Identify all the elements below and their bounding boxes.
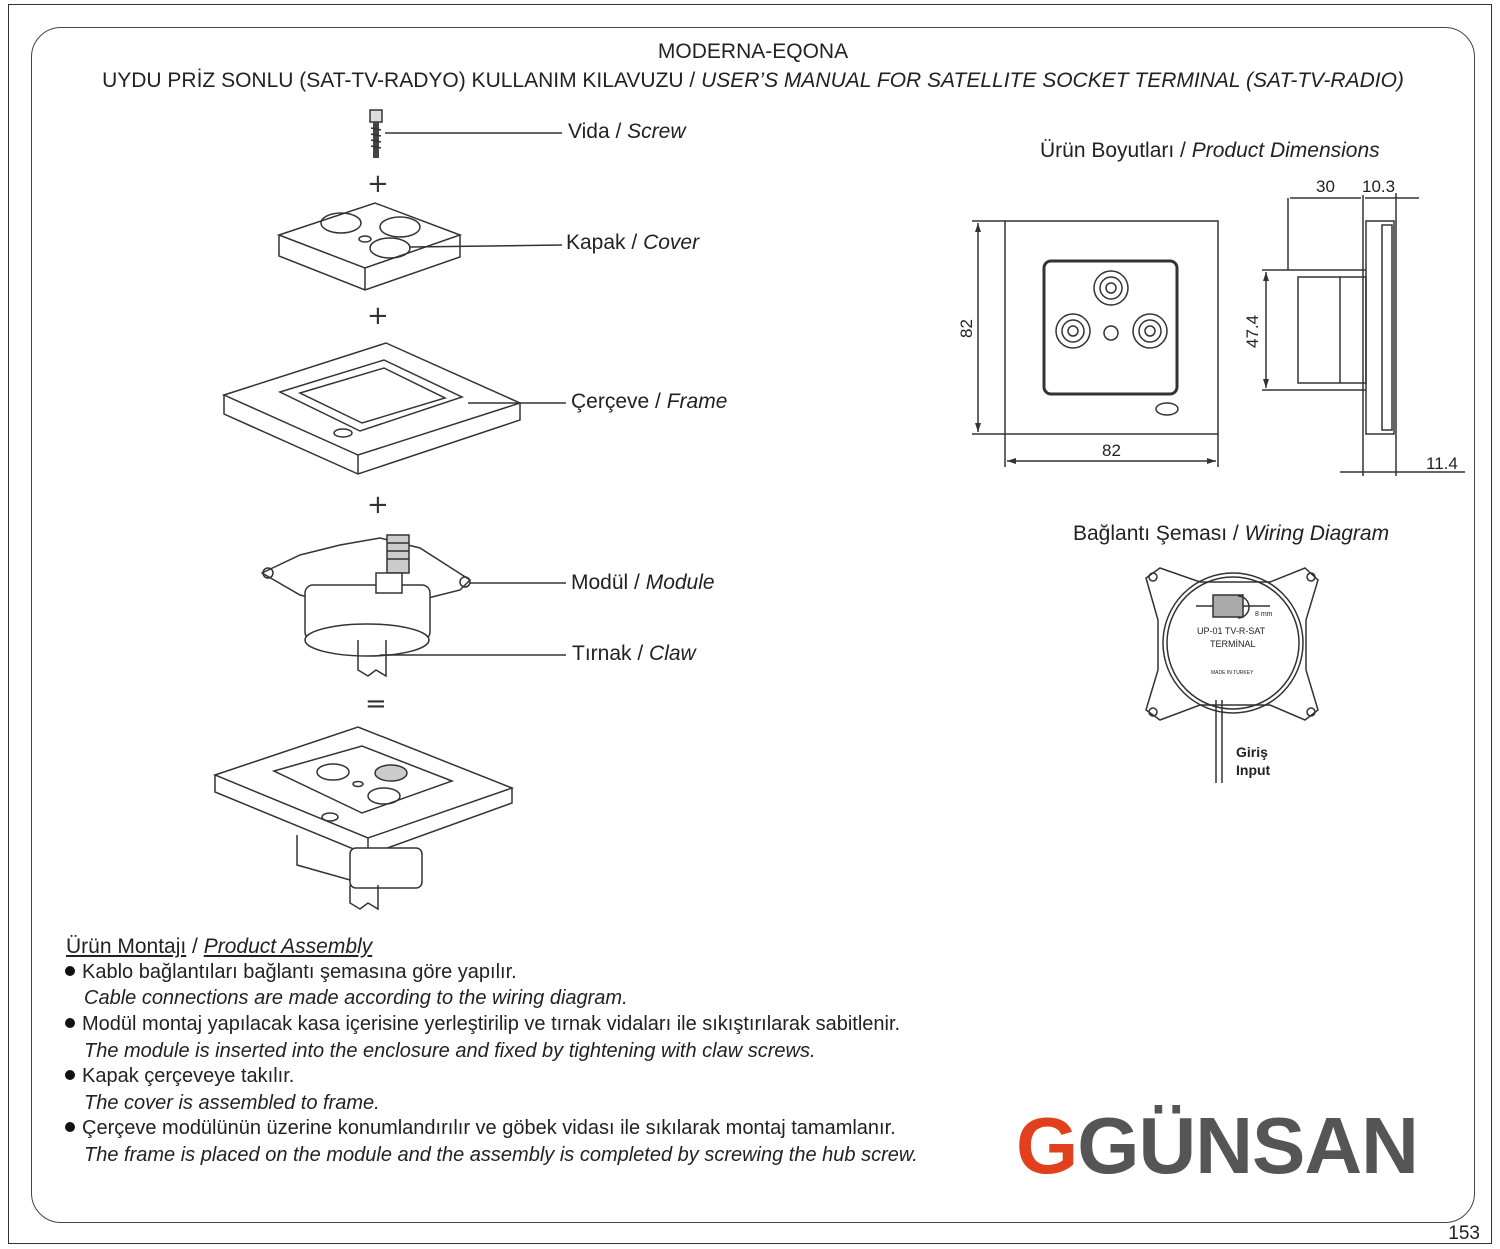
module-drawing bbox=[260, 534, 566, 678]
dim-height: 82 bbox=[957, 319, 976, 338]
assembly-step-4-en: The frame is placed on the module and th… bbox=[84, 1144, 918, 1166]
label-cover: Kapak / Cover bbox=[566, 231, 700, 254]
logo-mark: G bbox=[1016, 1101, 1078, 1190]
assembly-step-2: Modül montaj yapılacak kasa içerisine ye… bbox=[65, 1013, 900, 1036]
assembly-step-3: Kapak çerçeveye takılır. bbox=[65, 1065, 294, 1088]
page-number: 153 bbox=[1448, 1223, 1480, 1244]
manual-title-tr: UYDU PRİZ SONLU (SAT-TV-RADYO) KULLANIM … bbox=[102, 69, 702, 92]
assembly-step-4: Çerçeve modülünün üzerine konumlandırılı… bbox=[65, 1117, 896, 1140]
dim-depth-10-3: 10.3 bbox=[1362, 177, 1395, 196]
dimension-arrows bbox=[975, 223, 1269, 464]
assembled-drawing bbox=[212, 726, 515, 911]
wiring-input-en: Input bbox=[1236, 762, 1271, 778]
cover-drawing bbox=[276, 202, 563, 291]
plus-3: + bbox=[367, 490, 389, 520]
wiring-device-type: TERMİNAL bbox=[1210, 639, 1256, 649]
operators: + + + = bbox=[365, 169, 389, 719]
content-panel bbox=[31, 27, 1475, 1223]
label-frame: Çerçeve / Frame bbox=[571, 390, 728, 413]
label-claw: Tırnak / Claw bbox=[572, 642, 696, 665]
dimensions-title: Ürün Boyutları / Product Dimensions bbox=[1040, 139, 1380, 162]
wiring-drawing bbox=[1145, 567, 1319, 783]
equals-sign: = bbox=[365, 689, 387, 719]
manual-title: UYDU PRİZ SONLU (SAT-TV-RADYO) KULLANIM … bbox=[31, 69, 1475, 93]
label-screw: Vida / Screw bbox=[568, 120, 686, 143]
logo-text: GÜNSAN bbox=[1077, 1101, 1419, 1190]
assembly-step-3-en: The cover is assembled to frame. bbox=[84, 1092, 380, 1114]
dim-width: 82 bbox=[1102, 441, 1121, 460]
assembly-step-1-en: Cable connections are made according to … bbox=[84, 987, 628, 1009]
label-module: Modül / Module bbox=[571, 571, 715, 594]
gunsan-logo: GGÜNSAN bbox=[1016, 1100, 1419, 1192]
manual-title-en: USER’S MANUAL FOR SATELLITE SOCKET TERMI… bbox=[701, 69, 1404, 92]
wiring-device-code: UP-01 TV-R-SAT bbox=[1197, 626, 1266, 636]
front-view-drawing bbox=[972, 220, 1219, 467]
page-border bbox=[8, 4, 1492, 1244]
wiring-title: Bağlantı Şeması / Wiring Diagram bbox=[1073, 522, 1390, 545]
wiring-input-tr: Giriş bbox=[1236, 744, 1268, 760]
assembly-step-1: Kablo bağlantıları bağlantı şemasına gör… bbox=[65, 961, 517, 984]
side-view-drawing bbox=[1262, 193, 1465, 476]
wiring-strip-length: 8 mm bbox=[1255, 611, 1273, 618]
frame-drawing bbox=[221, 342, 566, 475]
plus-2: + bbox=[367, 301, 389, 331]
assembly-title: Ürün Montajı / Product Assembly bbox=[66, 935, 373, 958]
dim-depth-11-4: 11.4 bbox=[1426, 454, 1458, 473]
plus-1: + bbox=[367, 169, 389, 199]
model-title: MODERNA-EQONA bbox=[657, 40, 849, 63]
dim-depth-30: 30 bbox=[1316, 177, 1335, 196]
dim-inner-height: 47.4 bbox=[1243, 315, 1262, 348]
screw-drawing bbox=[369, 109, 562, 158]
assembly-step-2-en: The module is inserted into the enclosur… bbox=[84, 1040, 816, 1062]
wiring-made-in: MADE IN TURKEY bbox=[1211, 670, 1254, 676]
